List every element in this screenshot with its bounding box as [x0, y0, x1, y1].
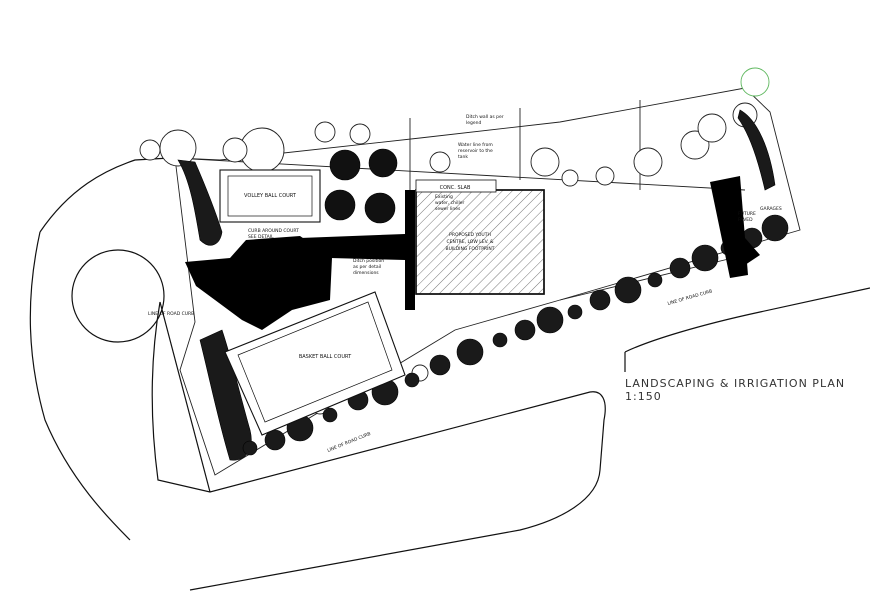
building-label-line-3: BUILDING FOOTPRINT	[446, 246, 495, 252]
basket-ball-court-label: BASKET BALL COURT	[299, 354, 352, 360]
road-curb-label-left: LINE OF ROAD CURB	[148, 311, 194, 317]
garages-label: GARAGES	[760, 206, 782, 212]
shrub-mass	[761, 214, 789, 242]
existing-lines-label-2: water, chiller	[435, 200, 465, 206]
planting-belt	[177, 109, 776, 461]
building-label-line-2: CENTRE, LOW LEV. &	[447, 239, 494, 245]
shrub-mass	[647, 272, 663, 288]
existing-lines-label-3: sewer lines	[435, 206, 461, 212]
building-footprint: CONC. SLAB PROPOSED YOUTH CENTRE, LOW LE…	[415, 179, 545, 295]
drawing-title: LANDSCAPING & IRRIGATION PLAN	[625, 377, 845, 390]
shrub-mass	[669, 257, 691, 279]
road-outlines	[29, 157, 870, 591]
water-line-label-1: Water line from	[458, 142, 493, 148]
shrub-mass	[614, 276, 642, 304]
future-paved-label-1: FUTURE	[738, 211, 756, 217]
ditch-wall-label-2: legend	[466, 120, 481, 126]
shrub-mass	[404, 372, 420, 388]
drawing-title-block: LANDSCAPING & IRRIGATION PLAN 1:150	[625, 377, 845, 403]
paved-path	[185, 176, 760, 330]
shrub-mass	[567, 304, 583, 320]
road-curb-label-right: LINE OF ROAD CURB	[667, 288, 713, 307]
shrub-mass	[492, 332, 508, 348]
road-curb-label-bottom: LINE OF ROAD CURB	[327, 431, 372, 454]
concrete-slab-label: CONC. SLAB	[440, 185, 471, 191]
volley-ball-court-label: VOLLEY BALL COURT	[244, 193, 297, 199]
shrub-mass	[242, 440, 258, 456]
ditch-wall-label-1: Ditch wall as per	[466, 114, 504, 120]
shrub-mass	[322, 407, 338, 423]
building-label-line-1: PROPOSED YOUTH	[449, 232, 491, 238]
shrub-mass	[589, 289, 611, 311]
shrub-mass	[456, 338, 484, 366]
water-line-label-2: reservoir to the	[458, 148, 493, 154]
water-line-label-3: tank	[458, 154, 468, 160]
existing-lines-label-1: Existing	[435, 194, 453, 200]
specimen-trees	[324, 148, 398, 224]
ditch-position-label-1: Ditch position	[353, 258, 384, 264]
curb-around-court-label: CURB AROUND COURT	[248, 228, 299, 234]
future-paved-label-2: PAVED	[738, 217, 753, 223]
basket-ball-court: BASKET BALL COURT	[224, 291, 406, 436]
volley-ball-court: VOLLEY BALL COURT	[219, 169, 321, 223]
shrub-mass	[691, 244, 719, 272]
shrub-mass	[429, 354, 451, 376]
ditch-position-label-2: as per detail	[353, 264, 381, 270]
drawing-scale: 1:150	[625, 390, 662, 403]
roundabout	[71, 249, 165, 343]
shrub-mass	[536, 306, 564, 334]
see-detail-label: SEE DETAIL	[248, 234, 274, 240]
shrub-mass	[514, 319, 536, 341]
ditch-position-label-3: dimensions	[353, 270, 379, 276]
